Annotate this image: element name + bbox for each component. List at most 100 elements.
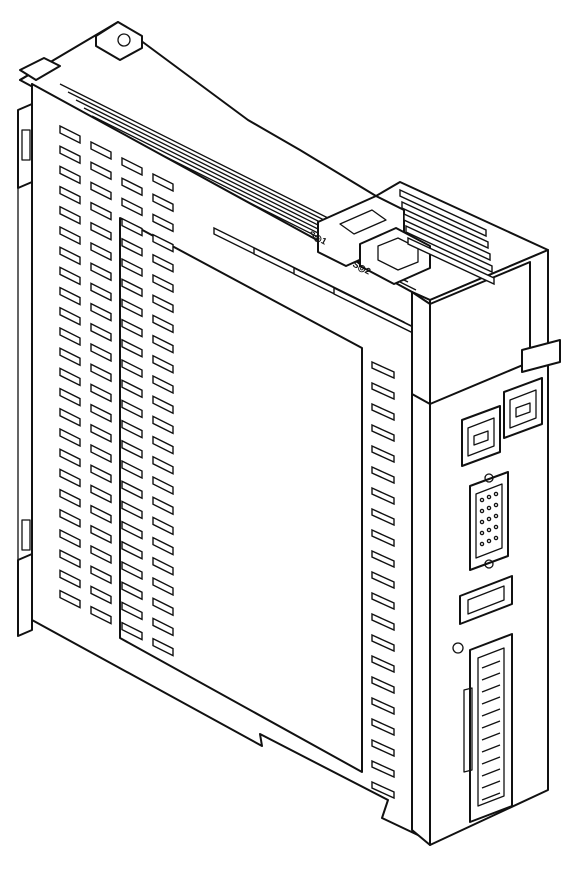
vent-slot	[121, 257, 143, 278]
vent-slot	[371, 717, 395, 737]
vent-slot	[59, 165, 81, 185]
vent-slot	[371, 612, 395, 632]
vent-slot	[403, 212, 491, 262]
vent-slot	[152, 395, 174, 415]
vent-slot	[121, 197, 143, 217]
vent-slot	[90, 302, 112, 322]
vent-slot	[59, 488, 81, 508]
db-pin	[479, 519, 485, 525]
vent-slot	[371, 675, 395, 695]
vent-slot	[90, 565, 112, 585]
vent-slot	[59, 468, 81, 488]
vent-slot	[59, 448, 81, 468]
vent-slot	[59, 569, 81, 589]
db-pin	[486, 505, 492, 511]
vent-slot	[121, 560, 143, 581]
vent-slot	[121, 156, 143, 177]
vent-slot	[59, 306, 81, 326]
io-pin	[481, 792, 501, 801]
vent-slot	[90, 504, 112, 524]
vent-slot	[152, 213, 174, 233]
vent-slot	[59, 225, 81, 246]
vent-slot	[371, 486, 395, 506]
din-mount-tabs	[17, 103, 33, 637]
vent-slot	[152, 536, 174, 556]
vent-slot	[152, 253, 174, 273]
io-pin	[481, 708, 501, 717]
small-connector	[459, 575, 513, 625]
db-pin	[479, 530, 485, 536]
side-latch	[521, 339, 561, 373]
vent-slot	[121, 500, 143, 520]
db-pin	[479, 497, 485, 503]
vent-slot	[152, 637, 174, 657]
vent-slot	[121, 419, 143, 439]
vent-slot	[121, 540, 143, 560]
vent-slot	[152, 556, 174, 576]
vent-slot	[121, 379, 143, 399]
vent-slot	[152, 597, 174, 617]
vent-slot	[152, 617, 174, 637]
rj45-port-1	[461, 405, 501, 467]
vent-slot	[371, 654, 395, 674]
vent-slot	[407, 236, 495, 286]
vent-slot	[371, 549, 395, 569]
vent-slot	[371, 444, 395, 464]
vent-slot	[90, 443, 112, 464]
vent-slot	[90, 363, 112, 383]
db-pin	[486, 527, 492, 533]
vent-slot	[121, 237, 143, 257]
vent-slot	[90, 383, 112, 403]
db-pin	[486, 516, 492, 522]
vent-slot	[121, 399, 143, 419]
db-pin	[493, 491, 499, 497]
vent-slot	[121, 621, 143, 641]
vent-slot	[90, 181, 112, 201]
vent-slot	[152, 435, 174, 455]
vent-slot	[121, 278, 143, 298]
db-pin	[493, 502, 499, 508]
vent-slot	[405, 224, 493, 274]
top-ridge	[67, 91, 369, 243]
vent-slot	[90, 524, 112, 544]
vent-slot	[59, 387, 81, 407]
vent-slot	[59, 528, 81, 549]
vent-slot	[371, 360, 395, 380]
db-pin	[493, 524, 499, 530]
io-pin	[481, 780, 501, 789]
io-pin	[481, 660, 501, 669]
vent-slot	[152, 273, 174, 294]
db-connector	[469, 471, 509, 571]
vent-slot	[90, 544, 112, 565]
vent-slot	[152, 415, 174, 435]
vent-slot	[59, 407, 81, 427]
vent-slot	[90, 484, 112, 504]
vent-slot	[371, 738, 395, 758]
vent-slot	[59, 326, 81, 347]
vent-slot	[59, 205, 81, 225]
vent-slot	[121, 480, 143, 500]
vent-slot	[371, 759, 395, 779]
vent-slot	[90, 423, 112, 443]
vent-slot	[59, 367, 81, 387]
vent-slot	[90, 262, 112, 282]
vent-slot	[121, 177, 143, 197]
vent-slot	[59, 286, 81, 306]
vent-slot	[121, 439, 143, 459]
io-pin	[481, 732, 501, 741]
vent-slot	[371, 465, 395, 485]
vent-slot	[59, 549, 81, 569]
vent-slot	[59, 589, 81, 609]
vent-slot	[90, 221, 112, 241]
vent-slot	[401, 200, 489, 250]
vent-slot	[121, 298, 143, 318]
io-pin	[481, 744, 501, 753]
db-pin	[486, 494, 492, 500]
vent-slot	[121, 581, 143, 601]
vent-slot	[59, 124, 81, 145]
vent-slot	[59, 427, 81, 448]
front-face	[31, 83, 485, 837]
vent-slot	[371, 402, 395, 422]
vent-slot	[121, 217, 143, 237]
